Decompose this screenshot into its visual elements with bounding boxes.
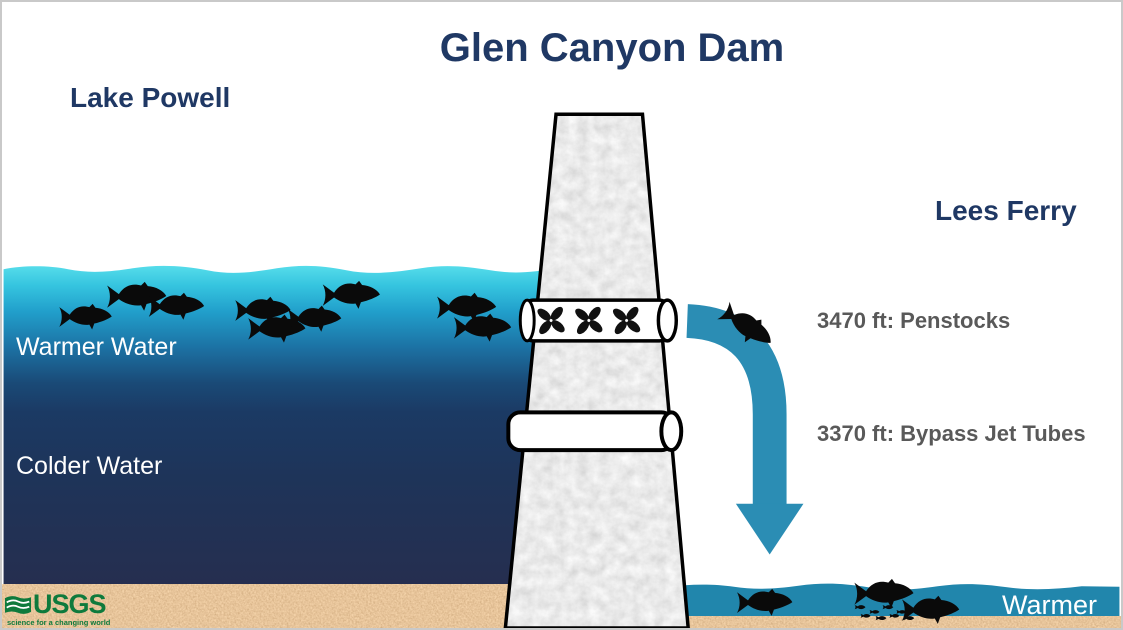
diagram-title: Glen Canyon Dam <box>439 26 785 70</box>
usgs-logo-text: USGS <box>33 589 107 619</box>
riverbed-sand-right <box>664 616 1120 628</box>
bypass-jet-tube <box>506 410 684 453</box>
colder-water-label: Colder Water <box>16 452 163 480</box>
flow-arrow-down <box>685 304 804 555</box>
penstocks-elevation-label: 3470 ft: Penstocks <box>817 308 1011 333</box>
riverbed-sand-left <box>3 586 561 628</box>
bypass-elevation-label: 3370 ft: Bypass Jet Tubes <box>817 421 1086 446</box>
lake-powell-label: Lake Powell <box>70 82 231 113</box>
penstock-tube <box>518 298 679 343</box>
usgs-tagline: science for a changing world <box>7 618 111 627</box>
warmer-water-label: Warmer Water <box>16 333 177 361</box>
usgs-wave-icon <box>5 595 31 614</box>
usgs-logo: USGS science for a changing world <box>5 591 110 627</box>
lake-powell-water <box>3 265 600 591</box>
lees-ferry-label: Lees Ferry <box>935 195 1077 226</box>
tailwater-warmer-label: Warmer <box>1002 590 1097 620</box>
